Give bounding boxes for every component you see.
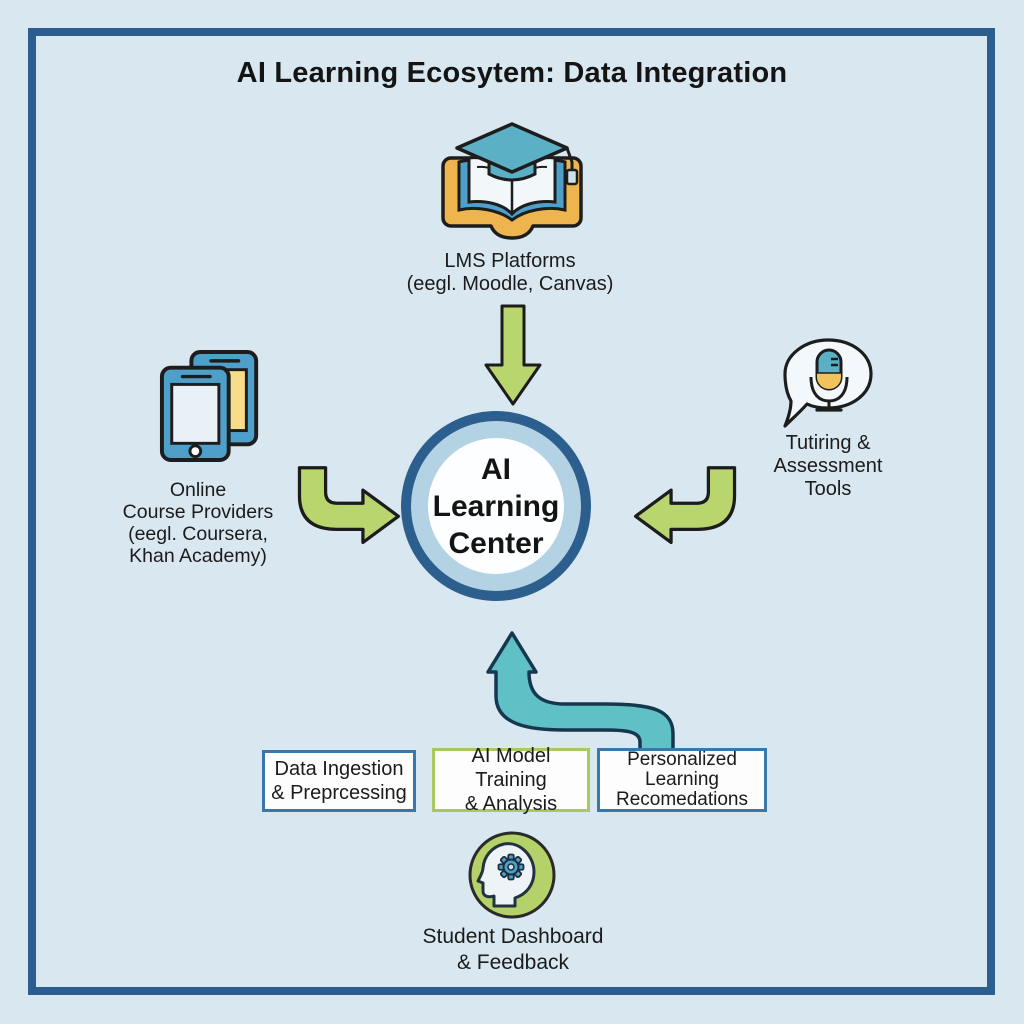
ocp-line2: Course Providers <box>122 501 274 523</box>
box3-line3: Recomedations <box>615 789 749 810</box>
tut-line3: Tools <box>804 478 852 500</box>
tablets-icon <box>159 350 259 462</box>
process-box-data-ingestion: Data Ingestion & Preprcessing <box>262 750 416 812</box>
lms-label: LMS Platforms (eegl. Moodle, Canvas) <box>330 250 690 296</box>
down-arrow <box>484 304 542 406</box>
diagram-title: AI Learning Ecosytem: Data Integration <box>236 57 788 89</box>
tutoring-assessment-label: Tutiring & Assessment Tools <box>722 432 934 501</box>
sd-line1: Student Dashboard <box>422 925 604 948</box>
head-with-gear-icon <box>468 831 556 919</box>
center-node-label: AI Learning Center <box>433 451 560 562</box>
ocp-line1: Online <box>169 479 227 501</box>
center-node: AI Learning Center <box>411 421 581 591</box>
process-box-personalized-recommendations: Personalized Learning Recomedations <box>597 748 767 812</box>
ocp-line4: Khan Academy) <box>129 545 267 567</box>
center-line1: AI <box>481 452 511 486</box>
sd-line2: & Feedback <box>456 951 570 974</box>
student-dashboard-label: Student Dashboard & Feedback <box>363 924 663 976</box>
tut-line1: Tutiring & <box>785 432 871 454</box>
curved-right-arrow <box>297 466 401 545</box>
box2-line2: & Analysis <box>464 793 558 815</box>
lms-label-line2: (eegl. Moodle, Canvas) <box>406 273 614 295</box>
ocp-line3: (eegl. Coursera, <box>128 523 268 545</box>
box2-line1: AI Model Training <box>471 745 551 791</box>
border-frame <box>28 28 995 995</box>
lms-label-line1: LMS Platforms <box>444 250 576 272</box>
center-line2: Learning <box>432 489 560 523</box>
box3-line1: Personalized <box>627 749 737 770</box>
online-course-providers-label: Online Course Providers (eegl. Coursera,… <box>87 479 309 567</box>
curved-left-arrow <box>633 466 737 545</box>
curved-up-arrow <box>486 631 675 756</box>
box1-line1: Data Ingestion <box>274 758 404 780</box>
box1-line2: & Preprcessing <box>271 782 407 804</box>
box3-line2: Learning <box>645 769 719 790</box>
process-box-model-training: AI Model Training & Analysis <box>432 745 590 815</box>
graduation-cap-open-book-icon <box>441 122 583 240</box>
tut-line2: Assessment <box>773 455 883 477</box>
center-line3: Center <box>448 526 544 560</box>
speech-bubble-microphone-icon <box>783 338 873 428</box>
